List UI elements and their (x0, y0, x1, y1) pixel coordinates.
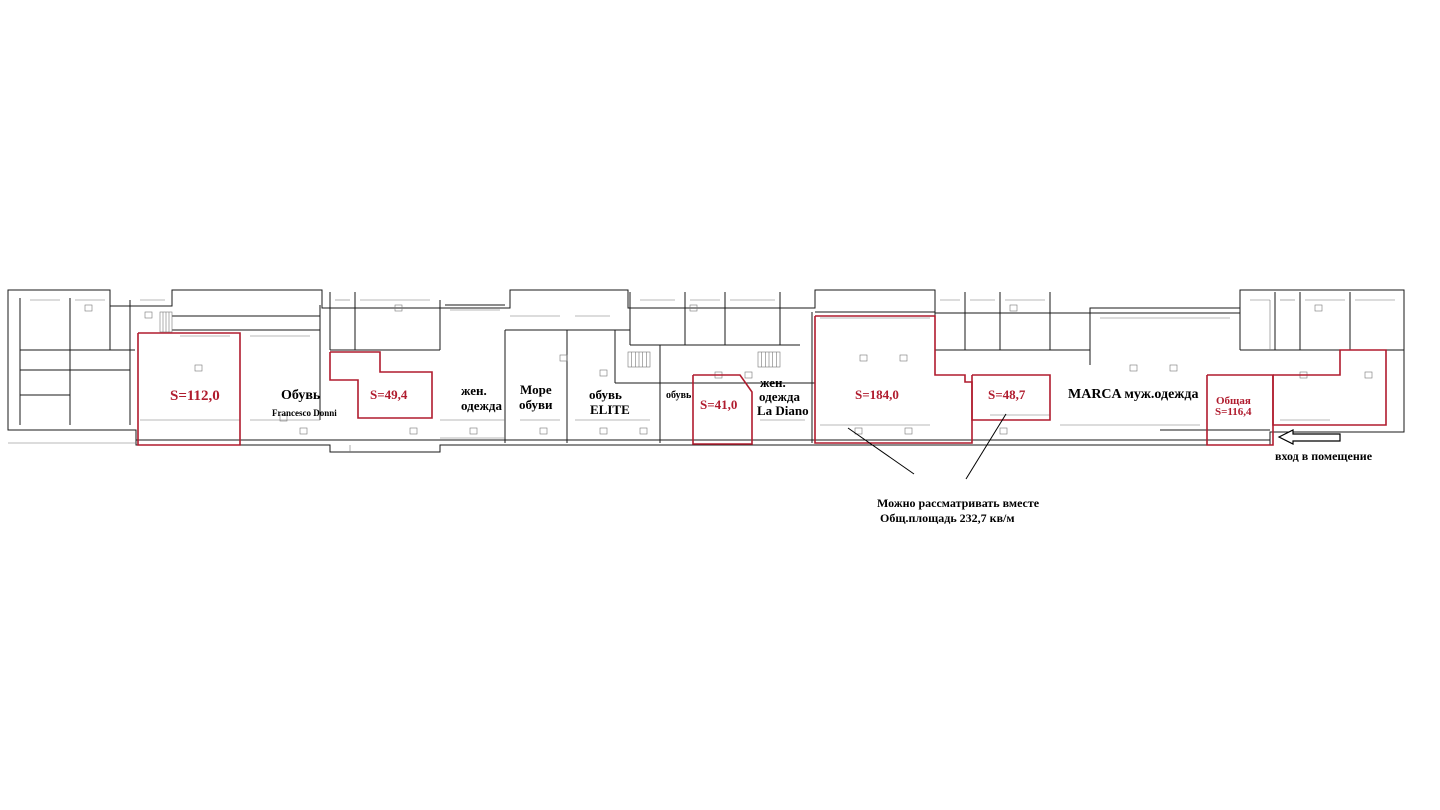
fixture-10 (599, 369, 608, 377)
fixture-14 (859, 354, 868, 362)
fixture-17 (1169, 364, 1178, 372)
lease-area-41 (692, 374, 753, 445)
area-label-41: S=41,0 (700, 397, 738, 412)
entrance-label: вход в помещение (1275, 449, 1373, 463)
fixture-13 (744, 371, 753, 379)
tenant-obuv: Обувь (281, 388, 321, 403)
tenant-more-obuvi-b: обуви (519, 397, 553, 412)
tenant-marca: MARCA муж.одежда (1068, 387, 1199, 402)
stair-1 (627, 351, 651, 368)
tenant-obuv-small: обувь (666, 390, 692, 401)
fixture-25 (904, 427, 913, 435)
fixture-3 (1314, 304, 1323, 312)
fixture-20 (409, 427, 418, 435)
fixture-16 (1129, 364, 1138, 372)
fixture-6 (194, 364, 203, 372)
fixture-0 (394, 304, 403, 312)
lease-area-116b (1272, 349, 1387, 426)
area-label-48: S=48,7 (988, 387, 1026, 402)
tenant-more-obuvi-a: Море (520, 382, 552, 397)
left-arrow-icon (1277, 429, 1341, 445)
fixture-11 (639, 427, 648, 435)
fixture-22 (539, 427, 548, 435)
lease-area-112 (137, 332, 241, 446)
area-label-184: S=184,0 (855, 387, 899, 402)
tenant-zhen-odezhda-1a: жен. (461, 383, 487, 398)
area-label-common-title: Общая (1216, 395, 1251, 407)
note-line-2: Общ.площадь 232,7 кв/м (880, 511, 1015, 525)
stair-2 (757, 351, 781, 368)
stair-3 (159, 311, 173, 333)
fixture-24 (854, 427, 863, 435)
building-outline (7, 289, 1405, 453)
lease-area-116a (1206, 374, 1274, 446)
tenant-elite-b: ELITE (590, 402, 630, 417)
lease-area-184 (814, 315, 973, 444)
area-label-49: S=49,4 (370, 387, 408, 402)
fixture-4 (84, 304, 93, 312)
fixture-26 (999, 427, 1008, 435)
fixture-19 (1364, 371, 1373, 379)
fixture-5 (144, 311, 153, 319)
tenant-zhen-odezhda-1b: одежда (461, 398, 502, 413)
tenant-elite-a: обувь (589, 387, 622, 402)
fixture-8 (299, 427, 308, 435)
tenant-zhen-odezhda-2b: одежда (759, 389, 800, 404)
tenant-francesco-donni: Francesco Donni (272, 408, 337, 418)
lease-area-48 (971, 374, 1051, 421)
tenant-la-diano: La Diano (757, 403, 809, 418)
lease-area-49 (329, 351, 433, 419)
fixture-23 (599, 427, 608, 435)
fixture-7 (279, 414, 288, 422)
area-label-112: S=112,0 (170, 388, 220, 404)
pointer-line-2 (965, 413, 1007, 480)
fixture-15 (899, 354, 908, 362)
fixture-9 (559, 354, 568, 362)
pointer-line-1 (847, 427, 915, 475)
note-line-1: Можно рассматривать вместе (877, 496, 1040, 510)
fixture-21 (469, 427, 478, 435)
area-label-116: S=116,4 (1215, 406, 1252, 418)
fixture-1 (689, 304, 698, 312)
fixture-2 (1009, 304, 1018, 312)
tenant-zhen-odezhda-2a: жен. (760, 375, 786, 390)
